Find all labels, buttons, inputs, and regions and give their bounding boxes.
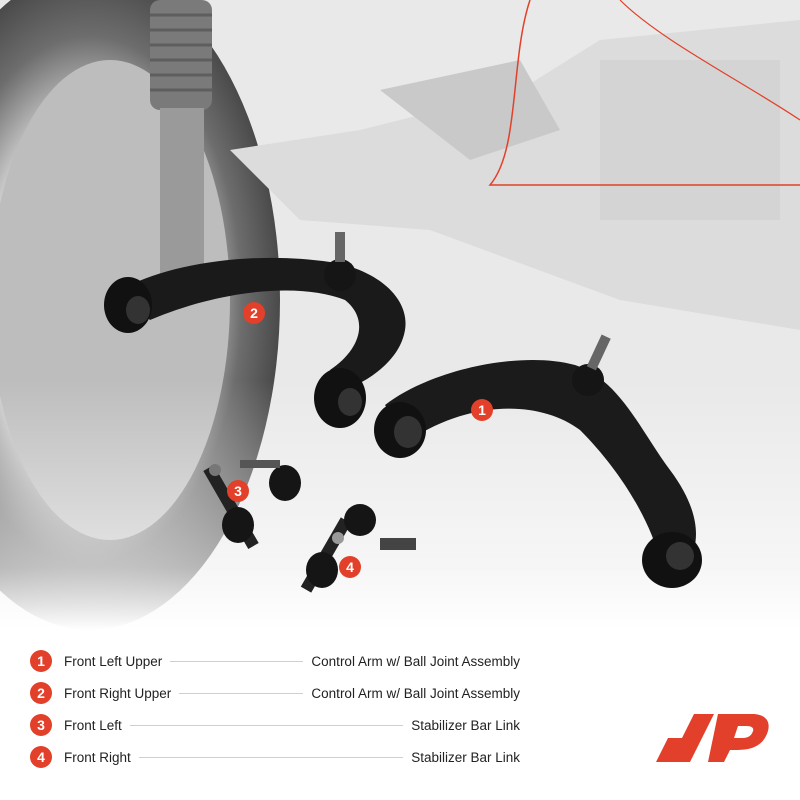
legend-part-label: Control Arm w/ Ball Joint Assembly	[311, 685, 520, 701]
legend-part-label: Stabilizer Bar Link	[411, 717, 520, 733]
parts-legend: 1 Front Left Upper Control Arm w/ Ball J…	[30, 645, 520, 773]
brand-logo-icon	[656, 714, 769, 762]
legend-divider	[170, 660, 304, 662]
legend-row: 1 Front Left Upper Control Arm w/ Ball J…	[30, 645, 520, 677]
product-scene	[0, 0, 800, 630]
frame-panel	[600, 60, 780, 220]
stabilizer-link-right	[300, 504, 416, 593]
callout-badge-2: 2	[243, 302, 265, 324]
legend-position-label: Front Left Upper	[64, 653, 163, 669]
callout-badge-4: 4	[339, 556, 361, 578]
legend-row: 4 Front Right Stabilizer Bar Link	[30, 741, 520, 773]
stabilizer-link-left	[203, 460, 301, 549]
accent-curve	[488, 0, 800, 186]
control-arm-right-upper	[104, 232, 406, 428]
legend-divider	[129, 724, 404, 726]
accent-curve-2	[619, 0, 800, 121]
legend-position-label: Front Left	[64, 717, 122, 733]
legend-part-label: Control Arm w/ Ball Joint Assembly	[311, 653, 520, 669]
legend-position-label: Front Right	[64, 749, 131, 765]
legend-row: 2 Front Right Upper Control Arm w/ Ball …	[30, 677, 520, 709]
legend-divider	[138, 756, 404, 758]
legend-number-badge: 2	[30, 682, 52, 704]
legend-part-label: Stabilizer Bar Link	[411, 749, 520, 765]
callout-badge-3: 3	[227, 480, 249, 502]
callout-badge-1: 1	[471, 399, 493, 421]
shock-bellows	[150, 0, 212, 110]
legend-divider	[179, 692, 304, 694]
control-arm-left-upper	[374, 334, 702, 588]
legend-row: 3 Front Left Stabilizer Bar Link	[30, 709, 520, 741]
legend-number-badge: 4	[30, 746, 52, 768]
shock-body	[160, 108, 204, 278]
legend-number-badge: 1	[30, 650, 52, 672]
bellows-ribs	[150, 13, 212, 92]
legend-number-badge: 3	[30, 714, 52, 736]
legend-position-label: Front Right Upper	[64, 685, 172, 701]
